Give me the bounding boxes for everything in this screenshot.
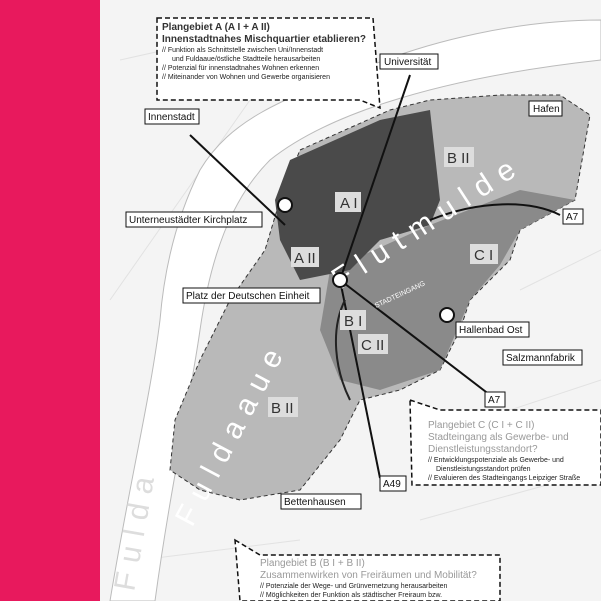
note-line: // Funktion als Schnittstelle zwischen U… [162, 47, 324, 54]
label-salzmann: Salzmannfabrik [506, 353, 576, 364]
note-line: und Fuldaaue/östliche Stadtteile herausa… [172, 56, 321, 63]
note-plangebiet-a: Plangebiet A (A I + A II) Innenstadtnahe… [162, 22, 377, 82]
label-hafen: Hafen [533, 104, 560, 115]
place-labels: Universität Hafen Innenstadt Unterneustä… [125, 53, 584, 510]
zone-a2: A II [294, 250, 316, 267]
zone-c1: C I [474, 247, 493, 264]
accent-strip [0, 0, 100, 601]
label-kirchplatz: Unterneustädter Kirchplatz [129, 215, 247, 226]
label-a7-top: A7 [566, 212, 579, 223]
note-b-subtitle: Zusammenwirken von Freiräumen und Mobili… [260, 570, 477, 581]
pin-icon [439, 307, 455, 323]
note-c-subtitle: Stadteingang als Gewerbe- und [428, 432, 569, 443]
callout-frames [156, 17, 601, 601]
note-line: // Evaluieren des Stadteingangs Leipzige… [428, 475, 581, 482]
label-platz: Platz der Deutschen Einheit [186, 291, 310, 302]
note-line: // Möglichkeiten der Funktion als städti… [260, 592, 443, 599]
note-a-title: Plangebiet A (A I + A II) [162, 22, 270, 33]
note-line: // Entwicklungspotenziale als Gewerbe- u… [428, 457, 564, 464]
note-b-title: Plangebiet B (B I + B II) [260, 558, 365, 569]
note-line: // Potenzial für innenstadtnahes Wohnen … [162, 65, 320, 72]
note-plangebiet-b: Plangebiet B (B I + B II) Zusammenwirken… [260, 558, 500, 600]
zone-b1: B I [344, 313, 362, 330]
label-universitaet: Universität [384, 57, 431, 68]
label-bettenhausen: Bettenhausen [284, 497, 346, 508]
pin-icon [332, 272, 348, 288]
zone-c2: C II [361, 337, 384, 354]
note-plangebiet-c: Plangebiet C (C I + C II) Stadteingang a… [428, 420, 601, 483]
zone-b2-bottom: B II [271, 400, 294, 417]
map-pins [277, 197, 455, 323]
label-a49: A49 [383, 479, 401, 490]
zone-labels: A I A II B II C I B I C II B II [268, 147, 498, 417]
pin-icon [277, 197, 293, 213]
zone-b2-top: B II [447, 150, 470, 167]
note-line: // Miteinander von Wohnen und Gewerbe or… [162, 74, 330, 81]
zone-a1: A I [340, 195, 358, 212]
note-a-subtitle: Innenstadtnahes Mischquartier etablieren… [162, 34, 366, 45]
label-hallenbad: Hallenbad Ost [459, 325, 523, 336]
note-line: Dienstleistungsstandort prüfen [436, 466, 531, 473]
label-a7-bottom: A7 [488, 395, 501, 406]
note-line: // Potenziale der Wege- und Grünvernetzu… [260, 583, 448, 590]
note-c-title: Plangebiet C (C I + C II) [428, 420, 535, 431]
label-innenstadt: Innenstadt [148, 112, 195, 123]
note-c-subtitle2: Dienstleistungsstandort? [428, 444, 538, 455]
